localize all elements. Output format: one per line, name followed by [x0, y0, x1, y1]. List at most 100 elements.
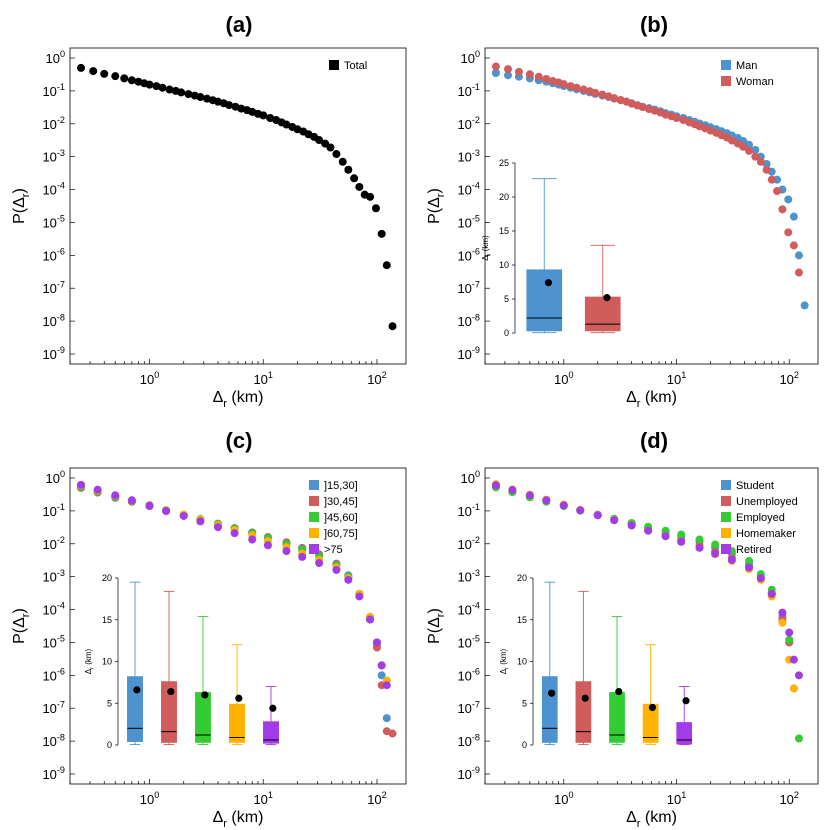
x-axis-label: Δr (km) — [213, 809, 264, 830]
y-tick-label: 10-6 — [42, 666, 65, 683]
y-tick-label: 10-7 — [457, 699, 480, 716]
box--30-45- — [161, 590, 177, 746]
data-point — [179, 511, 188, 520]
data-point — [382, 681, 391, 690]
legend-label: >75 — [324, 544, 343, 556]
box-mean-point — [615, 687, 623, 696]
data-point — [598, 90, 607, 99]
inset-y-tick-label: 15 — [499, 226, 509, 236]
box-Unemployed — [575, 590, 592, 746]
data-point — [248, 535, 257, 544]
data-point — [778, 205, 787, 214]
y-tick-label: 10-2 — [42, 115, 65, 132]
box--45-60- — [195, 615, 211, 746]
data-point — [338, 157, 347, 166]
series--75 — [77, 480, 391, 690]
data-point — [145, 501, 154, 510]
panel-title: (c) — [226, 428, 253, 453]
data-point — [100, 69, 109, 78]
y-tick-label: 10-6 — [42, 246, 65, 263]
inset-y-tick-label: 5 — [504, 294, 509, 304]
data-point — [672, 113, 681, 122]
x-tick-label: 100 — [140, 370, 160, 387]
inset-y-tick-label: 0 — [107, 740, 112, 750]
data-point — [230, 529, 239, 538]
data-point — [298, 552, 307, 561]
box-Retired — [676, 686, 693, 746]
data-point — [372, 638, 381, 647]
legend-label: Man — [736, 60, 757, 72]
box-mean-point — [581, 694, 589, 702]
data-point — [377, 671, 386, 680]
legend-swatch — [721, 60, 731, 70]
data-point — [127, 496, 136, 505]
y-tick-label: 10-1 — [457, 502, 480, 519]
data-point — [266, 113, 275, 122]
inset-y-tick-label: 5 — [522, 698, 527, 708]
data-point — [695, 535, 704, 544]
data-point — [213, 523, 222, 532]
data-point — [145, 80, 154, 89]
data-point — [794, 268, 803, 277]
box-mean-point — [548, 689, 556, 697]
data-point — [789, 655, 798, 664]
series-Retired — [491, 481, 803, 680]
legend-label: ]60,75] — [324, 528, 358, 540]
y-tick-label: 10-9 — [42, 345, 65, 362]
y-tick-label: 10-6 — [457, 666, 480, 683]
data-point — [111, 491, 120, 500]
y-tick-label: 10-9 — [42, 765, 65, 782]
data-point — [773, 187, 782, 196]
legend-swatch — [721, 512, 731, 522]
inset-y-tick-label: 5 — [107, 698, 112, 708]
data-point — [559, 501, 568, 510]
legend-label: Homemaker — [736, 528, 796, 540]
legend-swatch — [309, 496, 319, 506]
box-iqr — [127, 676, 143, 742]
data-point — [794, 251, 803, 260]
y-tick-label: 10-1 — [42, 502, 65, 519]
data-point — [282, 547, 291, 556]
data-point — [93, 485, 102, 494]
inset-y-tick-label: 15 — [517, 615, 527, 625]
y-tick-label: 10-3 — [42, 148, 65, 165]
data-point — [627, 521, 636, 530]
data-point — [593, 511, 602, 520]
x-axis-label: Δr (km) — [213, 389, 264, 410]
data-point — [762, 165, 771, 174]
box-iqr — [575, 681, 592, 743]
box-mean-point — [201, 691, 209, 699]
panel-title: (b) — [640, 12, 668, 37]
y-tick-label: 100 — [45, 49, 65, 66]
data-point — [794, 671, 803, 680]
legend-label: Total — [344, 60, 367, 72]
y-tick-label: 10-3 — [457, 568, 480, 585]
data-point — [566, 82, 575, 91]
box-Woman — [584, 244, 621, 334]
data-point — [711, 540, 720, 549]
data-point — [756, 157, 765, 166]
inset-y-tick-label: 20 — [517, 573, 527, 583]
legend-swatch — [721, 528, 731, 538]
data-point — [789, 241, 798, 250]
box--75 — [263, 686, 279, 746]
data-point — [382, 261, 391, 270]
data-point — [679, 116, 688, 125]
box-Employed — [609, 615, 625, 746]
y-tick-label: 10-2 — [42, 535, 65, 552]
data-point — [77, 480, 86, 489]
box-mean-point — [682, 697, 690, 705]
y-tick-label: 10-4 — [457, 181, 480, 198]
data-point — [695, 543, 704, 552]
box--15-30- — [127, 581, 143, 746]
data-point — [371, 204, 380, 213]
data-point — [514, 67, 523, 76]
legend-swatch — [309, 512, 319, 522]
y-tick-label: 10-5 — [457, 214, 480, 231]
box--60-75- — [229, 644, 245, 746]
legend-label: Employed — [736, 512, 785, 524]
data-point — [504, 65, 513, 74]
